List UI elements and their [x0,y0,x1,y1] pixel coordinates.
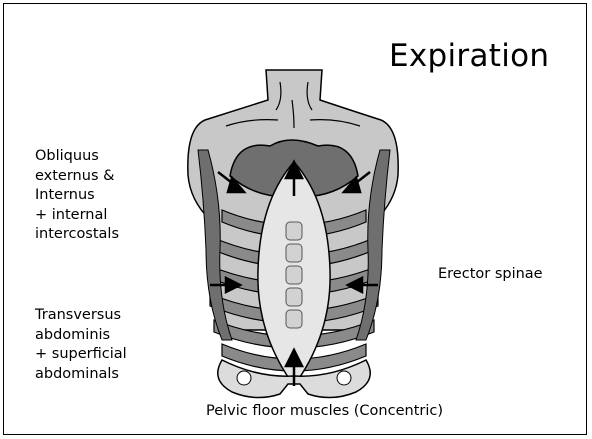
vertebra-2 [286,244,302,262]
hip-socket-right [337,371,351,385]
spine [286,222,302,328]
hip-socket-left [237,371,251,385]
vertebra-3 [286,266,302,284]
vertebra-1 [286,222,302,240]
vertebra-5 [286,310,302,328]
vertebra-4 [286,288,302,306]
